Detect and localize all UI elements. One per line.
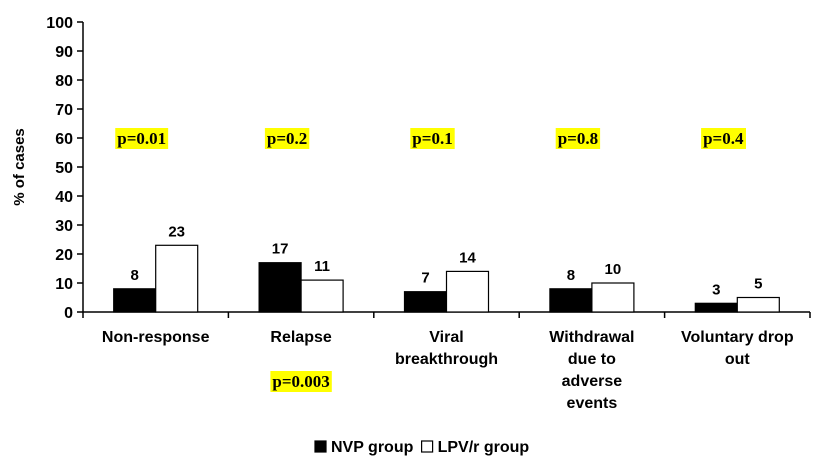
category-label: events (567, 395, 618, 412)
category-label: out (725, 351, 751, 368)
legend-swatch (314, 440, 327, 453)
y-tick-label: 50 (55, 160, 73, 177)
category-label: breakthrough (395, 351, 498, 368)
y-tick-label: 80 (55, 73, 73, 90)
bar-lpvr (445, 270, 490, 313)
p-value-highlight (555, 128, 601, 149)
p-value-highlight (270, 371, 332, 392)
p-value-annotation: p=0.003 (270, 371, 332, 392)
legend-swatch (421, 440, 434, 453)
p-value-annotation: p=0.2 (264, 128, 310, 149)
p-value-highlight (115, 128, 169, 149)
p-value-text: p=0.003 (272, 372, 329, 391)
bar-nvp (403, 291, 448, 313)
p-value-highlight (410, 128, 455, 149)
legend-label: NVP group (331, 439, 414, 456)
p-value-highlight (701, 128, 746, 149)
bar-nvp (258, 262, 302, 313)
data-label: 10 (605, 261, 622, 278)
category-label: Withdrawal (549, 329, 634, 346)
data-label: 5 (754, 276, 762, 293)
bar-nvp (549, 288, 593, 313)
data-label: 8 (567, 267, 575, 284)
bar-lpvr (736, 296, 780, 313)
p-value-text: p=0.01 (117, 129, 166, 148)
y-tick-label: 100 (46, 15, 73, 32)
bar-nvp (113, 288, 157, 313)
data-label: 23 (168, 223, 185, 240)
p-value-annotation: p=0.01 (115, 128, 169, 149)
p-value-text: p=0.4 (703, 129, 744, 148)
y-axis-label: % of cases (11, 128, 28, 206)
category-label: due to (568, 351, 616, 368)
category-label: Voluntary drop (681, 329, 794, 346)
p-value-highlight (264, 128, 310, 149)
p-value-annotation: p=0.8 (555, 128, 601, 149)
y-tick-label: 10 (55, 276, 73, 293)
data-label: 17 (272, 241, 289, 258)
p-value-text: p=0.8 (558, 129, 598, 148)
y-tick-label: 0 (64, 305, 73, 322)
p-value-text: p=0.1 (412, 129, 452, 148)
p-value-text: p=0.2 (267, 129, 307, 148)
legend-label: LPV/r group (438, 439, 530, 456)
data-label: 3 (712, 281, 720, 298)
y-tick-label: 90 (55, 44, 73, 61)
data-label: 11 (314, 258, 330, 275)
data-label: 7 (421, 270, 429, 287)
category-label: adverse (562, 373, 623, 390)
bar-lpvr (300, 279, 344, 313)
category-label: Non-response (102, 329, 210, 346)
p-value-annotation: p=0.4 (701, 128, 746, 149)
p-value-annotation: p=0.1 (410, 128, 455, 149)
category-label: Viral (429, 329, 463, 346)
bar-nvp (694, 302, 738, 313)
data-label: 8 (131, 267, 139, 284)
y-tick-label: 20 (55, 247, 73, 264)
bar-lpvr (591, 282, 635, 313)
y-tick-label: 60 (55, 131, 73, 148)
bar-lpvr (155, 244, 199, 313)
category-label: Relapse (270, 329, 331, 346)
y-tick-label: 70 (55, 102, 73, 119)
y-tick-label: 40 (55, 189, 73, 206)
data-label: 14 (459, 249, 476, 266)
y-tick-label: 30 (55, 218, 73, 235)
